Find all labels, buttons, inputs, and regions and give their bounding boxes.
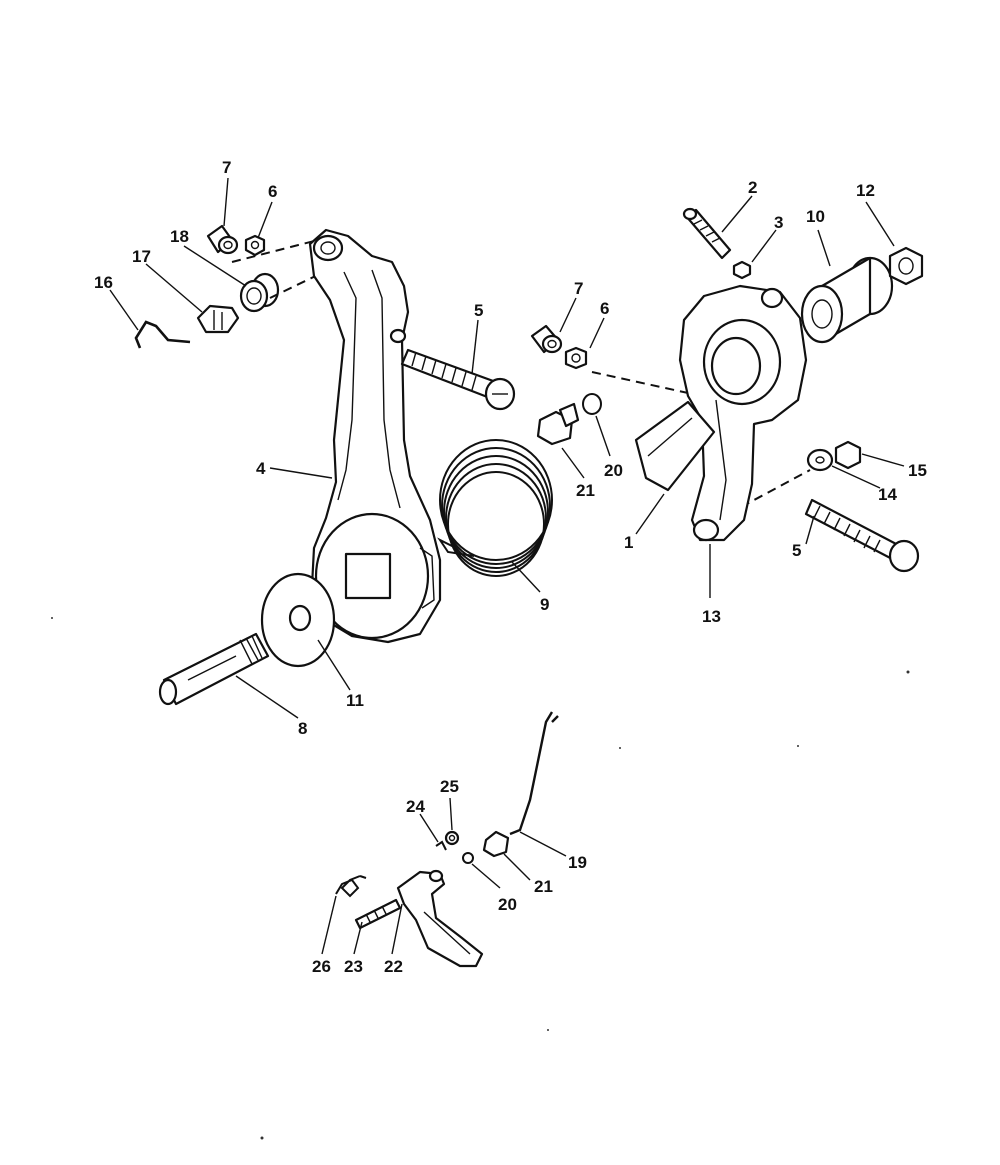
callout-9: 9 <box>540 595 549 614</box>
callout-20-lower: 20 <box>498 895 517 914</box>
part-washer-11 <box>260 572 336 668</box>
part-sleeve-right <box>530 324 563 354</box>
part-shaft-8 <box>158 632 270 706</box>
part-sleeve-left <box>206 224 239 255</box>
callout-19: 19 <box>568 853 587 872</box>
callout-26: 26 <box>312 957 331 976</box>
part-lever-arm-4 <box>308 228 442 644</box>
callout-13: 13 <box>702 607 721 626</box>
callout-24: 24 <box>406 797 425 816</box>
part-pin-23 <box>354 898 402 930</box>
callout-6-right: 6 <box>600 299 609 318</box>
callout-3: 3 <box>774 213 783 232</box>
part-washer-14 <box>806 448 834 472</box>
callout-2: 2 <box>748 178 757 197</box>
part-nut-left <box>244 234 266 257</box>
part-24 <box>435 840 447 851</box>
callout-labels: 7 6 18 17 16 5 4 9 11 8 2 3 10 12 7 6 20… <box>94 158 927 976</box>
part-balljoint-upper <box>536 402 580 446</box>
callout-18: 18 <box>170 227 189 246</box>
part-rod-19 <box>509 711 559 836</box>
part-spring-26 <box>335 875 367 898</box>
callout-15: 15 <box>908 461 927 480</box>
callout-6-left: 6 <box>268 182 277 201</box>
callout-17: 17 <box>132 247 151 266</box>
part-nut-25 <box>444 830 460 846</box>
callout-7-left: 7 <box>222 158 231 177</box>
part-nut-15 <box>834 440 862 470</box>
part-bushing-10 <box>800 256 894 344</box>
part-fitting-17 <box>196 304 240 334</box>
callout-16: 16 <box>94 273 113 292</box>
callout-5-right: 5 <box>792 541 801 560</box>
callout-11: 11 <box>346 691 364 710</box>
callout-8: 8 <box>298 719 307 738</box>
callout-25: 25 <box>440 777 459 796</box>
part-ering-upper <box>582 393 602 415</box>
callout-20-upper: 20 <box>604 461 623 480</box>
callout-4: 4 <box>256 459 266 478</box>
leader-lines <box>109 177 905 955</box>
part-cam-lever-1 <box>634 284 808 542</box>
part-balljoint-lower <box>482 830 510 858</box>
callout-5-left: 5 <box>474 301 483 320</box>
part-screw-2 <box>682 207 732 260</box>
part-spring-9 <box>437 439 553 577</box>
part-clip-16 <box>134 320 191 349</box>
part-lever-22 <box>396 869 484 968</box>
scan-specks <box>51 617 910 1140</box>
part-nut-12 <box>888 246 924 286</box>
part-nut-3 <box>732 260 752 280</box>
callout-22: 22 <box>384 957 403 976</box>
part-bolt-right <box>804 498 920 573</box>
part-bushing-18 <box>239 272 280 313</box>
callout-14: 14 <box>878 485 897 504</box>
part-ering-lower <box>462 852 474 864</box>
callout-1: 1 <box>624 533 633 552</box>
part-nut-right <box>564 346 588 370</box>
callout-21-lower: 21 <box>534 877 553 896</box>
callout-21-upper: 21 <box>576 481 595 500</box>
callout-23: 23 <box>344 957 363 976</box>
part-bolt-left <box>400 348 516 411</box>
callout-10: 10 <box>806 207 825 226</box>
callout-12: 12 <box>856 181 875 200</box>
callout-7-right: 7 <box>574 279 583 298</box>
